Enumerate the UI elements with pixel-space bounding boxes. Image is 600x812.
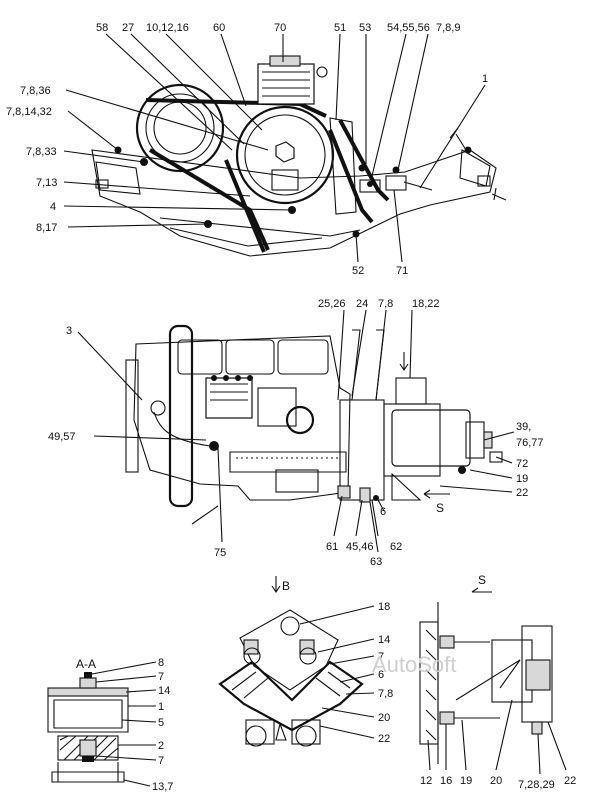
label-25-26: 25,26 [318,298,346,310]
label-4: 4 [50,201,56,213]
label-b-14: 14 [378,634,390,646]
label-71: 71 [396,265,408,277]
label-s-7-28-29: 7,28,29 [518,779,555,791]
label-b-7: 7 [378,651,384,663]
label-7-8-33: 7,8,33 [26,146,57,158]
label-72: 72 [516,458,528,470]
side-view-leaders [77,309,515,553]
label-49-57: 49,57 [48,431,76,443]
side-view-labels: 3 25,26 24 7,8 18,22 49,57 39, 76,77 72 … [48,298,544,568]
label-58: 58 [96,22,108,34]
detail-b-labels: 18 14 7 6 7,8 20 22 [378,601,393,745]
label-7-8: 7,8 [378,298,393,310]
label-aa-13-7: 13,7 [152,781,173,793]
label-aa-8: 8 [158,657,164,669]
label-76-77: 76,77 [516,437,544,449]
label-s-22: 22 [564,775,576,787]
label-s-20: 20 [490,775,502,787]
label-s-16: 16 [440,775,452,787]
detail-b-leaders [299,605,375,739]
label-b-6: 6 [378,669,384,681]
label-3: 3 [66,325,72,337]
section-a-a-leaders [91,661,157,787]
hex-nut [275,141,295,163]
detail-b-title: B [282,579,290,593]
flywheel-housing [339,399,385,501]
label-39: 39, [516,421,531,433]
label-60: 60 [213,22,225,34]
label-18-22: 18,22 [412,298,440,310]
view-s-marker: S [436,501,444,515]
label-b-7-8: 7,8 [378,688,393,700]
label-70: 70 [274,22,286,34]
label-aa-7: 7 [158,671,164,683]
label-s-19: 19 [460,775,472,787]
label-75: 75 [214,547,226,559]
label-45-46: 45,46 [346,541,374,553]
label-63: 63 [370,556,382,568]
section-a-a-body [47,695,129,733]
detail-s-plate [419,621,439,745]
watermark: AutoSoft [372,652,456,677]
label-8-17: 8,17 [36,222,57,234]
label-aa-7b: 7 [158,755,164,767]
detail-view-s: S 12 16 19 20 7,28,29 [419,573,576,791]
label-7-8-36: 7,8,36 [20,85,51,97]
large-pulley [135,83,225,173]
crank-pulley [168,324,194,508]
label-7-13: 7,13 [36,177,57,189]
top-view: 58 27 10,12,16 60 70 51 53 54,55,56 7,8,… [6,22,507,277]
detail-s-title: S [478,573,486,587]
label-1: 1 [482,73,488,85]
label-aa-2: 2 [158,740,164,752]
label-s-12: 12 [420,775,432,787]
section-a-a: A-A 8 7 14 1 5 2 [47,657,173,793]
section-a-a-labels: 8 7 14 1 5 2 7 13,7 [152,657,173,793]
top-view-leaders [63,33,486,263]
side-view: S 3 25,26 24 7,8 18,22 49, [48,298,544,568]
detail-view-b: B 18 14 7 6 7,8 [218,576,393,747]
label-b-18: 18 [378,601,390,613]
section-a-a-title: A-A [76,657,96,671]
label-7-8-14-32: 7,8,14,32 [6,106,52,118]
label-51: 51 [334,22,346,34]
compressor-pulley [235,105,335,205]
compressor [257,63,315,105]
label-22: 22 [516,487,528,499]
label-7-8-9: 7,8,9 [436,22,460,34]
engine-block [133,335,351,501]
label-62: 62 [390,541,402,553]
detail-s-leaders [427,659,567,775]
label-aa-5: 5 [158,717,164,729]
label-aa-1: 1 [158,701,164,713]
label-52: 52 [352,265,364,277]
label-6: 6 [380,506,386,518]
detail-s-labels: 12 16 19 20 7,28,29 22 [420,775,576,791]
frame-bracket [91,149,497,257]
top-view-labels: 58 27 10,12,16 60 70 51 53 54,55,56 7,8,… [6,22,488,277]
label-19: 19 [516,473,528,485]
label-aa-14: 14 [158,685,170,697]
label-10-12-16: 10,12,16 [146,22,189,34]
label-27: 27 [122,22,134,34]
label-24: 24 [356,298,368,310]
label-61: 61 [326,541,338,553]
label-53: 53 [359,22,371,34]
label-b-20: 20 [378,712,390,724]
label-54-55-56: 54,55,56 [387,22,430,34]
label-b-22: 22 [378,733,390,745]
